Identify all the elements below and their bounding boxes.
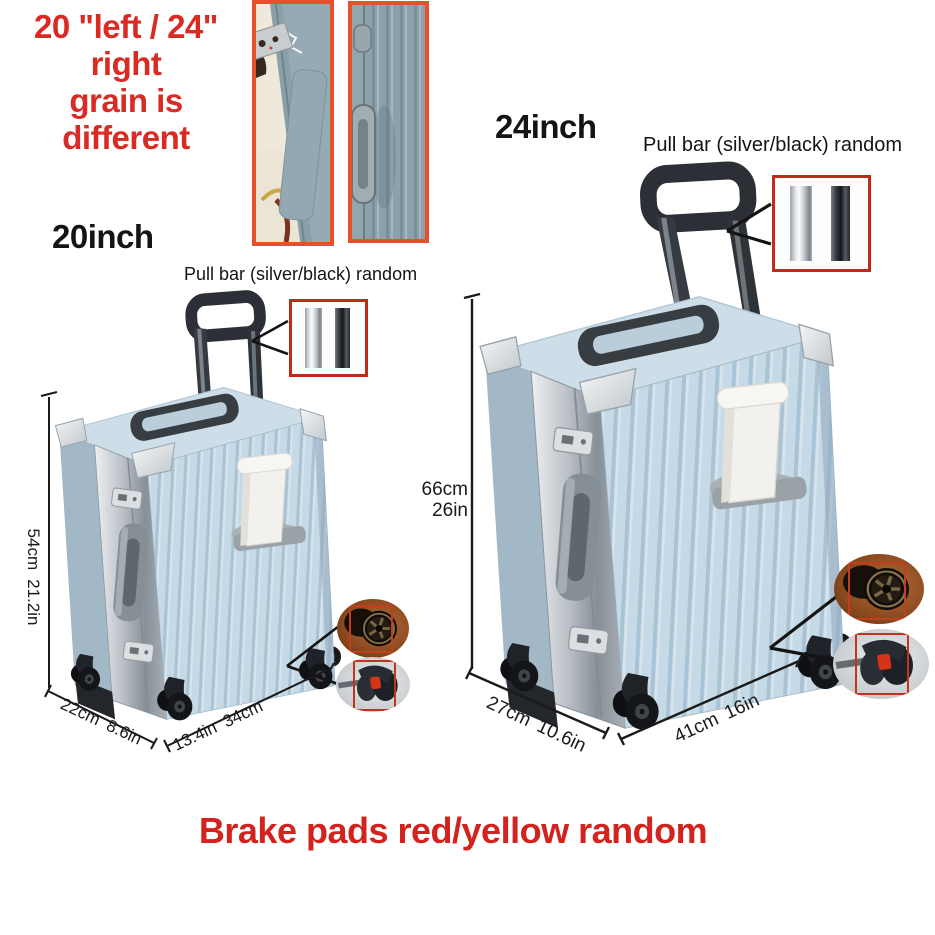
pullbar-sample-box-24	[772, 175, 871, 272]
wheel-detail-photo-24-top	[834, 554, 924, 624]
silver-pull-bar-icon	[305, 308, 322, 368]
size-label-24inch: 24inch	[495, 108, 597, 145]
dim-height-24-in: 26in	[432, 500, 468, 521]
grain-note-line2: grain is different	[62, 82, 190, 156]
black-pull-bar-icon	[335, 308, 350, 368]
suitcase-24-image	[479, 161, 854, 731]
wheel-detail-photo-20-bottom	[336, 657, 410, 712]
interior-grain-icon	[256, 4, 330, 242]
grain-note: 20 "left / 24" right grain is different	[4, 8, 248, 156]
wheel-brake-pad-icon	[835, 639, 913, 685]
wheel-spoke-icon	[344, 608, 397, 647]
wheel-spoke-icon	[843, 565, 909, 610]
wheel-highlight-frame	[349, 605, 393, 653]
wheel-detail-photo-24-bottom	[833, 629, 929, 699]
dim-height-20-cm: 54cm	[24, 528, 43, 571]
size-label-20inch: 20inch	[52, 218, 154, 255]
wheel-highlight-frame	[855, 633, 909, 695]
exterior-grain-icon	[352, 5, 425, 239]
wheel-brake-pad-icon	[337, 665, 398, 701]
dim-height-24-cm: 66cm	[421, 479, 468, 500]
wheel-detail-photo-20-top	[337, 599, 409, 658]
grain-note-line1: 20 "left / 24" right	[34, 8, 218, 82]
dim-height-24: 66cm 26in	[408, 479, 468, 521]
wheel-highlight-frame	[848, 562, 906, 620]
grain-detail-photo-exterior	[348, 1, 429, 243]
wheel-highlight-frame	[353, 660, 396, 711]
black-pull-bar-icon	[831, 186, 850, 261]
brake-note: Brake pads red/yellow random	[198, 810, 708, 851]
pullbar-label-24: Pull bar (silver/black) random	[643, 134, 902, 156]
dim-height-20: 54cm 21.2in	[23, 512, 43, 642]
silver-pull-bar-icon	[790, 186, 812, 261]
dim-height-20-in: 21.2in	[24, 579, 43, 626]
grain-detail-photo-interior	[252, 0, 334, 246]
pullbar-label-20: Pull bar (silver/black) random	[184, 264, 418, 284]
pullbar-sample-box-20	[289, 299, 368, 377]
suitcase-20-image	[54, 290, 342, 722]
